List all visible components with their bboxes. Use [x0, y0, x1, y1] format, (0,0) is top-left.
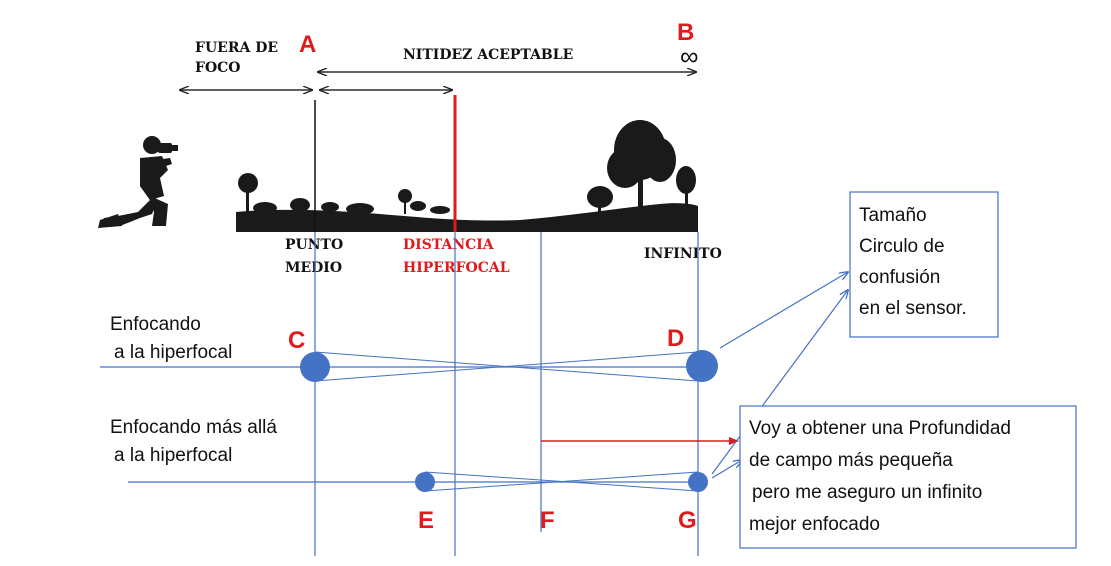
nitidez-aceptable-label: NITIDEZ ACEPTABLE	[403, 47, 573, 63]
dof-box-line-4: mejor enfocado	[749, 514, 880, 535]
coc-info-box	[849, 191, 999, 338]
punto-medio-label-2: MEDIO	[285, 260, 342, 276]
point-label-e: E	[418, 507, 434, 534]
distancia-hiperfocal-label-1: DISTANCIA	[403, 237, 495, 253]
dof-info-box	[739, 405, 1077, 549]
distancia-hiperfocal-label-2: HIPERFOCAL	[403, 260, 510, 276]
coc-box-line-4: en el sensor.	[859, 298, 967, 319]
ray-cone-row2	[424, 471, 699, 492]
caption-mas-alla-2: a la hiperfocal	[114, 445, 232, 466]
landscape-silhouette	[236, 120, 698, 232]
point-label-g: G	[678, 507, 697, 534]
coc-box-line-3: confusión	[859, 267, 940, 288]
point-label-b: B	[677, 19, 694, 46]
punto-medio-label-1: PUNTO	[285, 237, 343, 253]
point-label-c: C	[288, 327, 305, 354]
point-label-d: D	[667, 325, 684, 352]
infinity-symbol: ∞	[680, 41, 699, 71]
point-label-a: A	[299, 31, 316, 58]
coc-circle-c	[300, 352, 330, 382]
fuera-de-foco-label-1: FUERA DE	[195, 40, 278, 56]
dof-box-line-1: Voy a obtener una Profundidad	[749, 418, 1011, 439]
dof-box-line-3: pero me aseguro un infinito	[752, 482, 982, 503]
photographer-silhouette-icon	[98, 136, 178, 228]
coc-box-line-1: Tamaño	[859, 205, 927, 226]
caption-mas-alla-1: Enfocando más allá	[110, 417, 277, 438]
caption-hiperfocal-1: Enfocando	[110, 314, 201, 335]
dof-box-line-2: de campo más pequeña	[749, 450, 953, 471]
coc-circle-e	[415, 472, 435, 492]
coc-box-line-2: Circulo de	[859, 236, 945, 257]
pointer-g-to-dof-box	[711, 460, 742, 479]
pointer-g-to-box	[711, 290, 848, 475]
fuera-de-foco-label-2: FOCO	[195, 60, 240, 76]
blue-vertical-guides	[314, 232, 699, 556]
caption-hiperfocal-2: a la hiperfocal	[114, 342, 232, 363]
pointer-d-to-box	[719, 272, 848, 349]
point-label-f: F	[540, 507, 555, 534]
coc-circle-g	[688, 472, 708, 492]
coc-circle-d	[686, 350, 718, 382]
ray-cone-row1	[314, 351, 699, 382]
infinito-label: INFINITO	[644, 246, 722, 262]
